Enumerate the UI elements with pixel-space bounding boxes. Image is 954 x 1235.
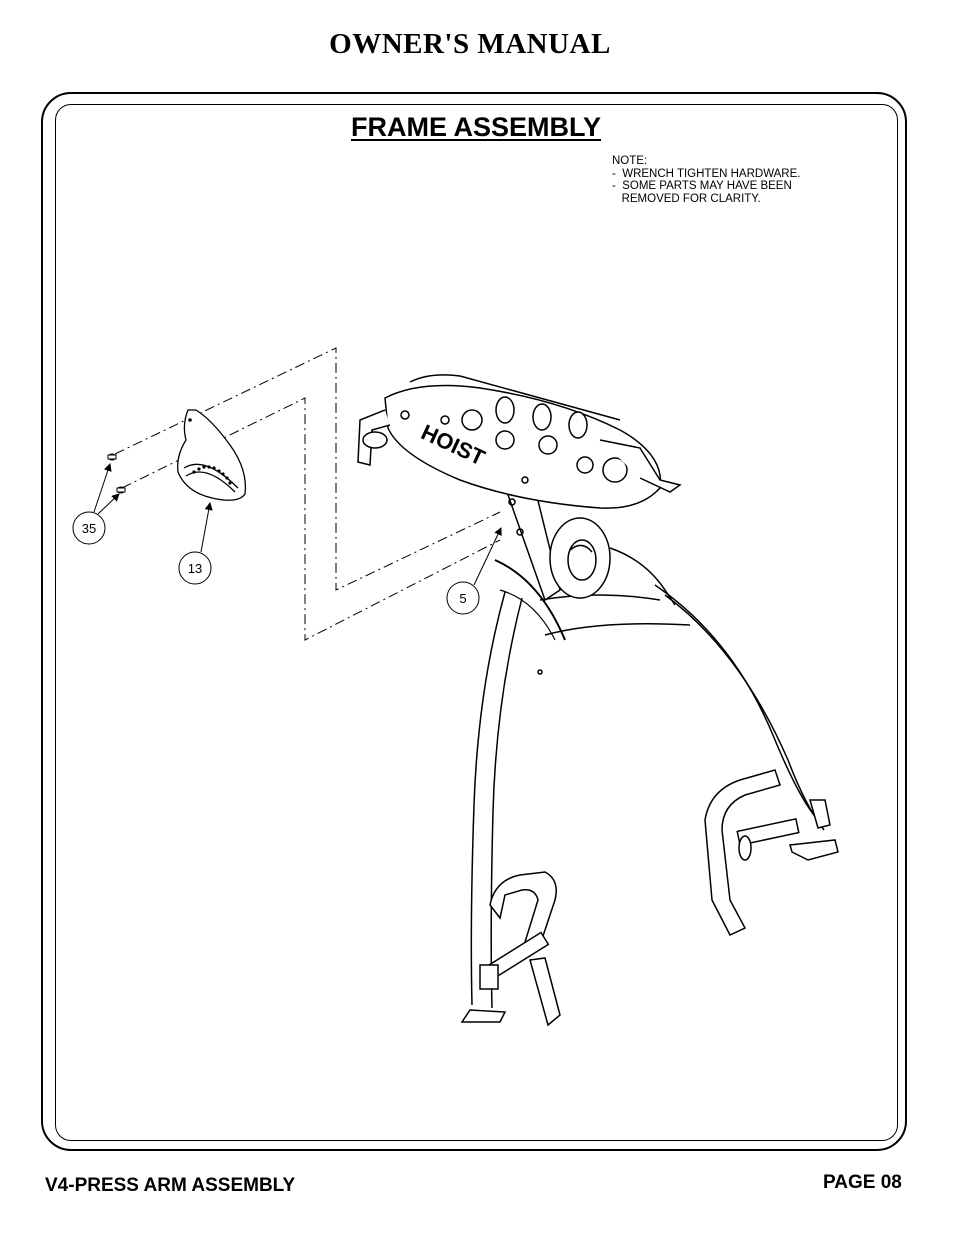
pulley [549, 517, 611, 599]
callout-5: 5 [446, 527, 502, 615]
callout-label: 13 [188, 561, 202, 576]
press-arm-frame [470, 447, 825, 1009]
screw-part [107, 453, 126, 494]
page-frame-inner [55, 104, 898, 1141]
shroud-part [177, 409, 247, 501]
section-title: FRAME ASSEMBLY [351, 112, 602, 142]
footer-assembly-name: V4-PRESS ARM ASSEMBLY [45, 1175, 296, 1196]
head-plate: HOIST [357, 374, 682, 509]
note-line: NOTE: [612, 155, 648, 167]
right-handle [704, 769, 839, 936]
assembly-note: NOTE: - WRENCH TIGHTEN HARDWARE. - SOME … [612, 155, 800, 205]
callout-label: 5 [459, 591, 466, 606]
callout-label: 35 [82, 521, 96, 536]
page-frame-outer [41, 92, 907, 1151]
note-line: REMOVED FOR CLARITY. [612, 192, 761, 205]
note-line: - SOME PARTS MAY HAVE BEEN [612, 180, 792, 192]
note-line: - WRENCH TIGHTEN HARDWARE. [612, 167, 801, 180]
left-handle [460, 871, 561, 1027]
manual-title: OWNER'S MANUAL [329, 28, 611, 60]
callout-35: 35 [72, 463, 120, 545]
callout-13: 13 [178, 502, 213, 585]
page-number: PAGE 08 [823, 1172, 902, 1193]
